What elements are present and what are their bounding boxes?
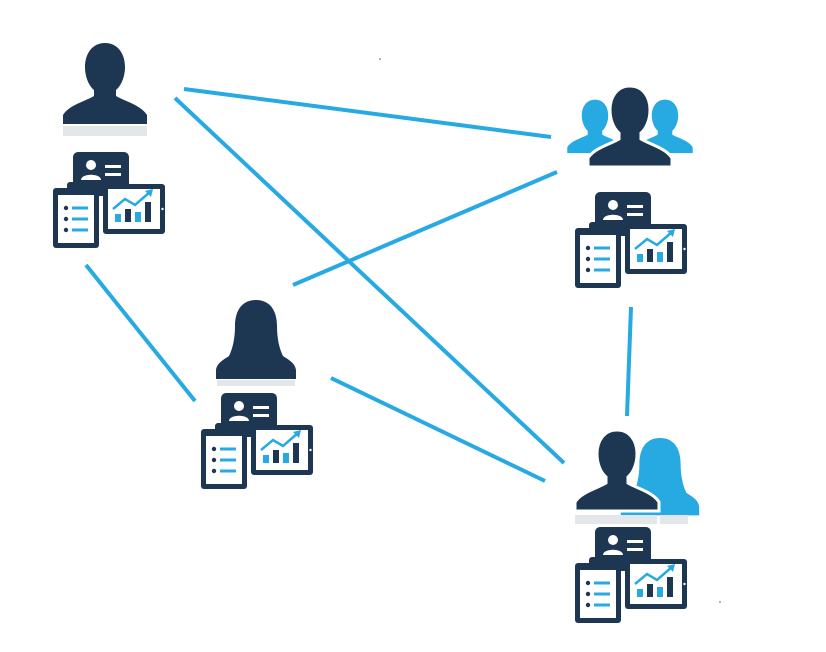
avatar-shadow [217,380,295,386]
node-couple [573,428,700,625]
person-female-icon [216,300,296,379]
people-couple-icon [573,428,700,516]
speck [719,601,721,603]
person-male-icon [63,43,147,124]
document-icons [51,150,167,250]
node-woman [199,300,315,491]
link-man-woman [84,263,197,403]
avatar-shadow [63,126,147,136]
link-man-group [183,87,552,139]
link-woman-couple [330,376,546,483]
document-icons [573,525,689,625]
node-man [51,43,167,250]
people-group-icon [567,84,693,169]
connection-lines [84,87,633,483]
link-woman-group [292,170,558,287]
link-man-couple [173,96,566,465]
document-icons [573,190,689,290]
node-group [567,84,693,290]
link-group-couple [625,306,633,417]
speck [379,58,381,60]
avatar-shadow [575,515,657,524]
document-icons [199,391,315,491]
avatar-shadow [660,515,688,524]
